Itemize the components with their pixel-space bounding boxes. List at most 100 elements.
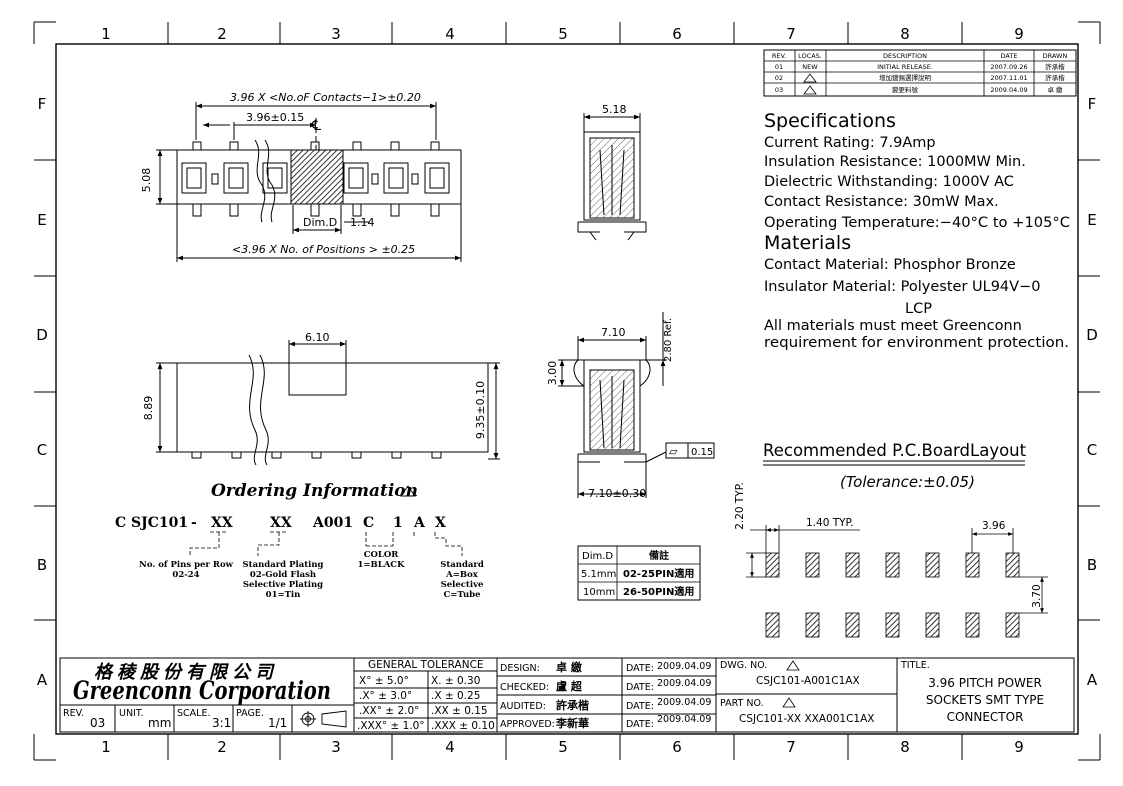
- rev-cell: INITIAL RELEASE.: [877, 63, 933, 71]
- signoff-name: 李新華: [555, 716, 589, 730]
- front-view: [156, 340, 500, 466]
- col-label-top: 1: [101, 25, 111, 43]
- dim-d-table: Dim.D 備註 5.1mm 02-25PIN適用 10mm 26-50PIN適…: [577, 545, 701, 601]
- rev-cell: 01: [775, 63, 783, 71]
- materials-heading: Materials: [764, 232, 851, 254]
- dim-height-right: 9.35±0.10: [474, 381, 487, 439]
- tolerance-title: GENERAL TOLERANCE: [368, 659, 484, 671]
- col-label-bottom: 8: [900, 738, 910, 756]
- rev-cell: 變更料號: [892, 85, 919, 94]
- tolerance-linear: X. ± 0.30: [431, 675, 480, 687]
- order-note: 01=Tin: [266, 590, 301, 600]
- order-note: COLOR: [364, 550, 400, 560]
- unit-label: UNIT.: [119, 708, 144, 719]
- company-name-cn: 格稜股份有限公司: [94, 662, 278, 683]
- order-note: 02-Gold Flash: [250, 570, 316, 580]
- pcb-dim-row-gap: 3.70: [1031, 584, 1043, 607]
- dim-table-cell: 5.1mm: [581, 569, 616, 580]
- order-note: No. of Pins per Row: [139, 560, 234, 570]
- material-line: LCP: [905, 301, 932, 317]
- page-value: 1/1: [268, 716, 287, 730]
- signoff-name: 盧 超: [556, 679, 583, 693]
- drawing-title-line: CONNECTOR: [947, 710, 1024, 724]
- drawing-title-line: SOCKETS SMT TYPE: [926, 693, 1044, 707]
- signoff-date-label: DATE:: [626, 663, 654, 674]
- title-label: TITLE.: [900, 660, 930, 671]
- col-label-bottom: 3: [331, 738, 341, 756]
- section-dim-ref: 2.80 Ref.: [663, 318, 674, 362]
- section-view: [558, 312, 715, 498]
- spec-line: Dielectric Withstanding: 1000V AC: [764, 174, 1014, 190]
- signoff-date: 2009.04.09: [657, 678, 711, 689]
- signoff-name: 許承楷: [556, 698, 589, 712]
- col-label-top: 2: [217, 25, 227, 43]
- row-label-left: B: [37, 556, 47, 574]
- signoff-date: 2009.04.09: [657, 697, 711, 708]
- tolerance-linear: .XXX ± 0.10: [431, 720, 495, 732]
- tolerance-angle: .XX° ± 2.0°: [359, 705, 419, 717]
- row-label-left: E: [37, 211, 46, 229]
- spec-line: Current Rating: 7.9Amp: [764, 135, 936, 151]
- order-note: C=Tube: [444, 590, 482, 600]
- row-label-right: A: [1087, 671, 1098, 689]
- signoff-name: 卓 繳: [556, 660, 582, 674]
- order-code-part: XX: [270, 515, 292, 531]
- revision-triangle-icon: [786, 660, 800, 671]
- rev-header: DATE: [1001, 52, 1018, 60]
- grid-labels: 1 2 3 4 5 6 7 8 9 1 2 3 4 5 6 7 8 9 F E …: [36, 25, 1098, 756]
- rev-label: REV.: [63, 708, 84, 719]
- company-name-en: Greenconn Corporation: [73, 676, 331, 705]
- col-label-bottom: 6: [672, 738, 682, 756]
- row-label-left: A: [37, 671, 48, 689]
- section-dim-left: 3.00: [546, 361, 559, 386]
- col-label-top: 7: [786, 25, 796, 43]
- spec-line: Operating Temperature:−40°C to +105°C: [764, 215, 1070, 231]
- rev-cell: 卓 繳: [1047, 85, 1063, 94]
- row-label-right: D: [1086, 326, 1098, 344]
- revision-triangle-icon: [400, 485, 416, 497]
- revision-triangle-icon: [803, 73, 817, 83]
- side-view: [577, 113, 647, 241]
- col-label-top: 3: [331, 25, 341, 43]
- col-label-top: 4: [445, 25, 455, 43]
- signoff-role: APPROVED:: [500, 719, 555, 730]
- row-label-right: C: [1087, 441, 1097, 459]
- row-label-right: F: [1088, 95, 1097, 113]
- signoff-date-label: DATE:: [626, 682, 654, 693]
- dim-positions: <3.96 X No. of Positions > ±0.25: [232, 243, 415, 256]
- tolerance-angle: X° ± 5.0°: [359, 675, 409, 687]
- dim-table-header: Dim.D: [582, 551, 613, 562]
- pcb-dim-pad-height: 2.20 TYP.: [734, 482, 746, 530]
- order-note: 1=BLACK: [358, 560, 406, 570]
- row-label-left: F: [38, 95, 47, 113]
- pcb-layout-title: Recommended P.C.BoardLayout: [763, 441, 1027, 460]
- row-label-left: D: [36, 326, 48, 344]
- rev-header: REV.: [772, 52, 786, 60]
- revision-triangle-icon: [782, 697, 796, 708]
- tolerance-linear: .X ± 0.25: [431, 690, 480, 702]
- row-label-right: B: [1087, 556, 1097, 574]
- spec-line: Insulation Resistance: 1000MW Min.: [764, 154, 1026, 170]
- drawing-title-line: 3.96 PITCH POWER: [928, 676, 1042, 690]
- section-dim-width: 7.10: [601, 326, 626, 339]
- rev-cell: 02: [775, 74, 783, 82]
- dim-table-header: 備註: [649, 549, 669, 562]
- dim-window: 6.10: [305, 331, 330, 344]
- pcb-layout: Recommended P.C.BoardLayout (Tolerance:±…: [734, 441, 1048, 638]
- signoff-role: CHECKED:: [500, 682, 549, 693]
- flatness-icon: ▱: [669, 445, 678, 458]
- rev-cell: 2007.09.26: [990, 63, 1027, 71]
- col-label-bottom: 4: [445, 738, 455, 756]
- rev-value: 03: [90, 716, 105, 730]
- dim-table-cell: 26-50PIN適用: [623, 585, 694, 598]
- col-label-bottom: 5: [558, 738, 568, 756]
- unit-value: mm: [148, 716, 171, 730]
- tolerance-angle: .X° ± 3.0°: [359, 690, 412, 702]
- col-label-bottom: 1: [101, 738, 111, 756]
- dim-height: 5.08: [140, 168, 153, 193]
- rev-header: LOCAS.: [798, 52, 822, 60]
- signoff-date: 2009.04.09: [657, 714, 711, 725]
- side-dim-top: 5.18: [602, 103, 627, 116]
- order-code-part: XX: [211, 515, 233, 531]
